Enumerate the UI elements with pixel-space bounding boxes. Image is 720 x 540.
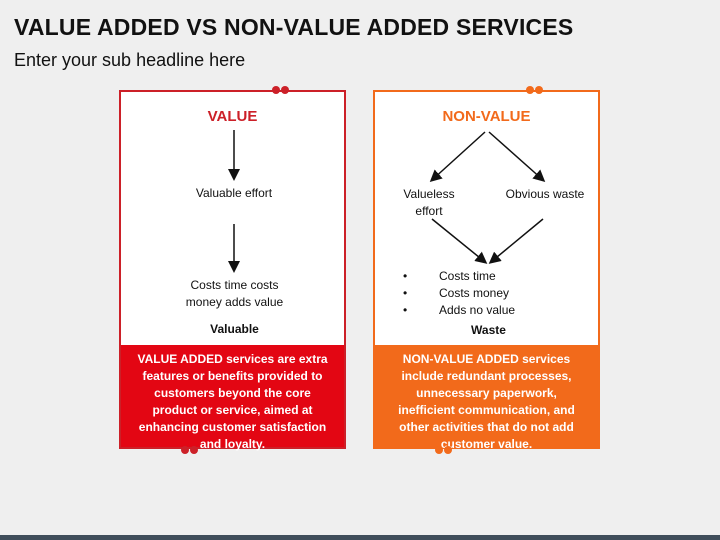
list-item: •Costs money: [403, 286, 510, 300]
value-result: Valuable: [210, 322, 259, 336]
nonvalue-arrow-right-up: [488, 131, 546, 182]
nonvalue-valueless-effort: Valueless effort: [403, 187, 455, 218]
nonvalue-top-dots-icon: [526, 86, 546, 94]
nonvalue-arrow-left-up: [429, 131, 486, 183]
list-item: •Adds no value: [403, 303, 516, 317]
value-bottom-dots-icon: [181, 446, 201, 454]
nonvalue-arrow-left-down: [431, 218, 488, 264]
nonvalue-card: NON-VALUE Valueless effort Obvious waste…: [373, 90, 600, 451]
list-item: •Costs time: [403, 269, 496, 283]
nonvalue-heading: NON-VALUE: [442, 108, 531, 125]
bullet-icon: •: [403, 269, 408, 283]
value-step-costs: Costs time costs money adds value: [185, 278, 284, 309]
value-heading: VALUE: [207, 108, 258, 125]
value-top-dots-icon: [272, 86, 292, 94]
nonvalue-bottom-dots-icon: [435, 446, 455, 454]
nonvalue-bullet-list: •Costs time •Costs money •Adds no value: [403, 268, 515, 319]
nonvalue-arrows: [429, 131, 546, 264]
value-step-valuable-effort: Valuable effort: [195, 186, 273, 200]
bullet-icon: •: [403, 303, 408, 317]
nonvalue-obvious-waste: Obvious waste: [505, 187, 585, 201]
nonvalue-arrow-right-down: [488, 218, 544, 264]
slide-title: VALUE ADDED VS NON-VALUE ADDED SERVICES: [14, 14, 574, 40]
footer-bar: [0, 535, 720, 540]
nonvalue-description: NON-VALUE ADDED services include redunda…: [375, 345, 598, 451]
slide-subtitle: Enter your sub headline here: [14, 50, 246, 70]
value-description: VALUE ADDED services are extra features …: [121, 345, 344, 451]
value-card: VALUE Valuable effort Costs time costs m…: [119, 90, 346, 451]
nonvalue-result: Waste: [471, 323, 506, 337]
value-arrows: [228, 130, 240, 273]
bullet-icon: •: [403, 286, 408, 300]
